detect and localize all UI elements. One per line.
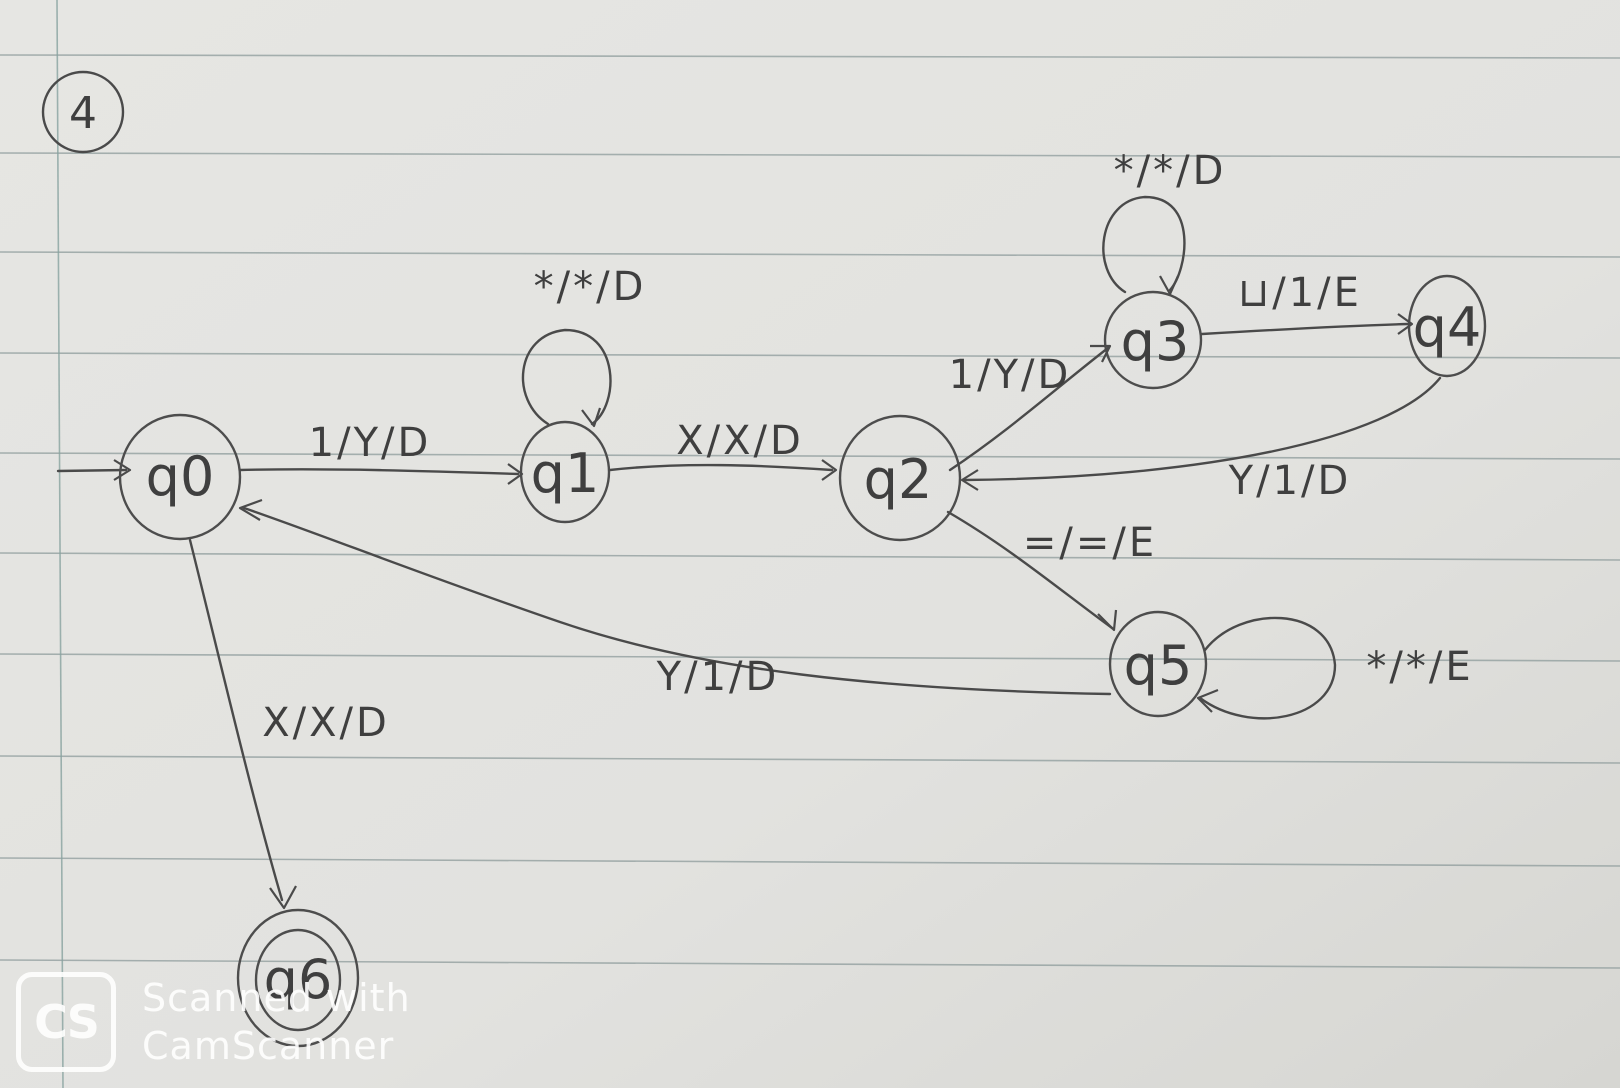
- state-q6-accepting: q6: [236, 908, 360, 1048]
- margin-line: [56, 0, 64, 1088]
- edge-q5-q0: Y/1/D: [238, 498, 1112, 700]
- camscanner-logo: CS: [16, 972, 116, 1072]
- edge-q0-q1-label: 1/Y/D: [309, 420, 432, 466]
- state-q5-label: q5: [1124, 634, 1193, 697]
- edge-q2-q5-label: =/=/E: [1023, 520, 1157, 566]
- loop-q3: */*/D: [1102, 148, 1227, 296]
- state-q1-label: q1: [531, 442, 600, 505]
- state-q4: q4: [1407, 274, 1487, 378]
- state-q5: q5: [1108, 610, 1208, 718]
- state-q3-label: q3: [1121, 310, 1190, 373]
- loop-q1-label: */*/D: [534, 264, 647, 310]
- loop-q5-label: */*/E: [1366, 644, 1473, 690]
- edge-q1-q2-label: X/X/D: [676, 418, 804, 464]
- edge-q0-q6: X/X/D: [188, 538, 390, 910]
- watermark-line-1: Scanned with: [142, 976, 411, 1020]
- state-q2: q2: [838, 414, 962, 542]
- edge-q2-q5: =/=/E: [946, 510, 1157, 632]
- watermark-line-2: CamScanner: [142, 1024, 395, 1068]
- state-q6-label: q6: [264, 948, 333, 1011]
- state-q2-label: q2: [864, 448, 933, 511]
- loop-q5: */*/E: [1196, 616, 1473, 720]
- edge-q3-q4-label: ⊔/1/E: [1238, 270, 1362, 316]
- edge-q0-q6-label: X/X/D: [262, 700, 390, 746]
- edge-q0-q1: 1/Y/D: [238, 420, 524, 485]
- edge-q2-q3-label: 1/Y/D: [949, 352, 1072, 398]
- loop-q3-label: */*/D: [1114, 148, 1227, 194]
- state-q0-label: q0: [146, 445, 215, 508]
- edge-q4-q2: Y/1/D: [960, 376, 1442, 504]
- ruled-lines: [0, 54, 1620, 969]
- state-q0: q0: [118, 413, 242, 541]
- edge-q1-q2: X/X/D: [608, 418, 838, 481]
- state-q4-label: q4: [1413, 296, 1482, 359]
- loop-q1: */*/D: [521, 264, 647, 428]
- problem-number-label: 4: [69, 88, 97, 139]
- edge-q4-q2-label: Y/1/D: [1228, 458, 1352, 504]
- state-q3: q3: [1103, 290, 1203, 390]
- edge-q5-q0-label: Y/1/D: [656, 654, 780, 700]
- problem-number: 4: [41, 70, 125, 154]
- edge-q3-q4: ⊔/1/E: [1200, 270, 1414, 336]
- edge-q2-q3: 1/Y/D: [949, 344, 1112, 472]
- camscanner-watermark: Scanned with CamScanner: [142, 974, 411, 1070]
- camscanner-logo-text: CS: [34, 995, 100, 1049]
